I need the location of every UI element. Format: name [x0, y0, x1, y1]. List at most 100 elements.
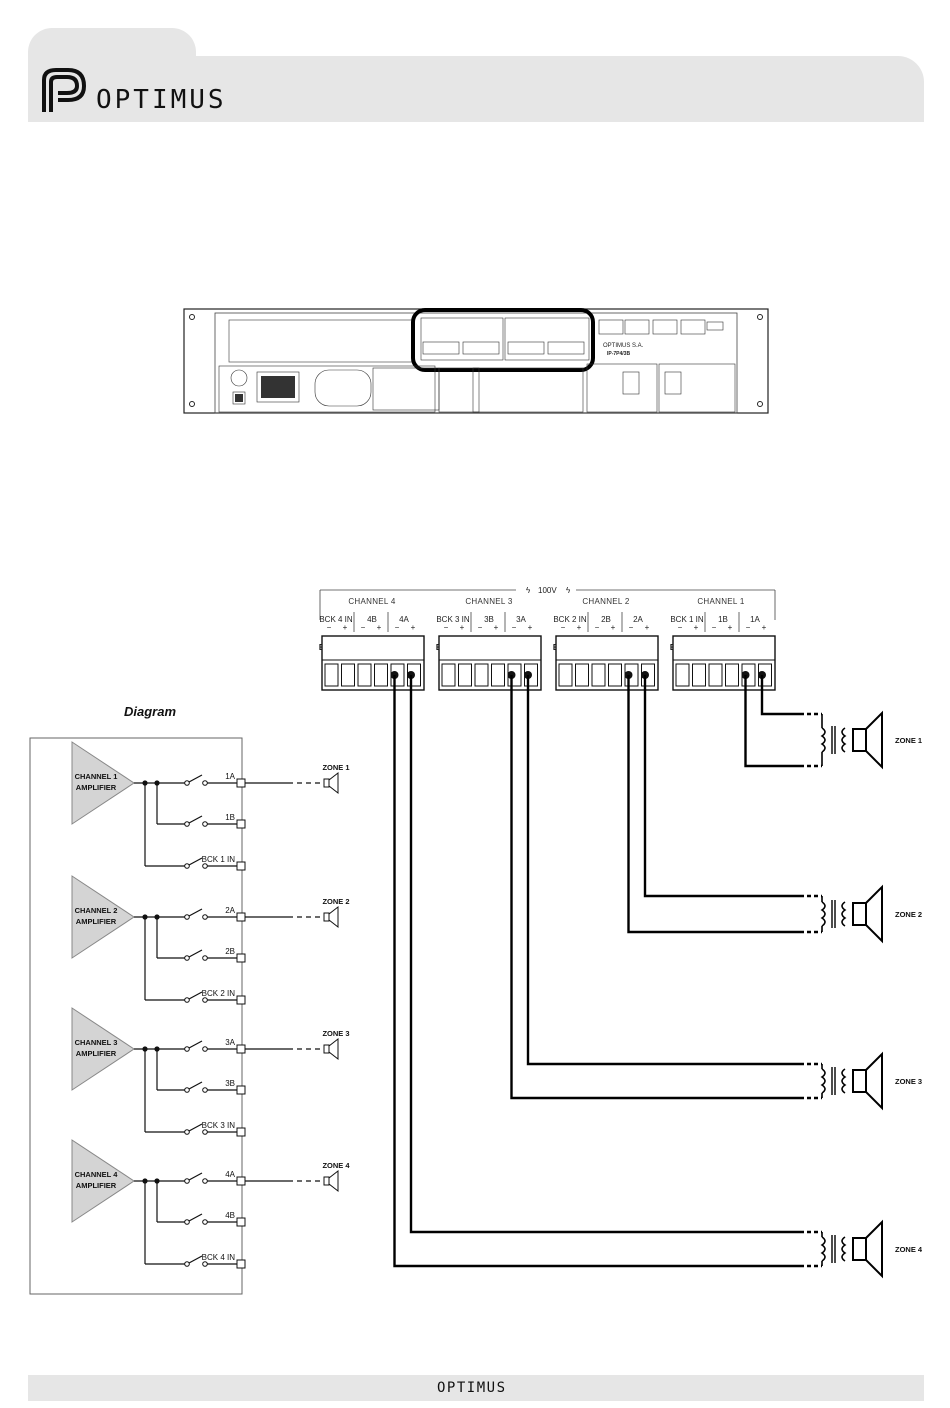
switch-contact — [184, 780, 190, 786]
junction-dot — [154, 1178, 160, 1184]
switch-contact — [202, 1178, 208, 1184]
out-a-label: 1A — [225, 772, 235, 781]
out-b-label: 4B — [225, 1211, 235, 1220]
transformer-coil-icon — [820, 1236, 826, 1262]
minus-sign: − — [361, 623, 366, 632]
speaker-icon — [852, 1069, 867, 1093]
switch-blade — [188, 908, 203, 917]
terminal-slot — [708, 663, 723, 687]
switch-contact — [184, 997, 190, 1003]
terminal-slot — [558, 663, 573, 687]
switch-contact — [184, 1178, 190, 1184]
output-terminal — [236, 1259, 246, 1269]
switch-contact — [184, 1046, 190, 1052]
diagram-frame — [29, 737, 243, 1295]
switch-blade — [188, 857, 203, 866]
switch-contact — [202, 955, 208, 961]
footer-bar — [28, 1375, 924, 1401]
zone-label: ZONE 4 — [895, 1245, 923, 1254]
switch-contact — [202, 1087, 208, 1093]
amplifier-triangle — [71, 1007, 135, 1091]
terminal-slot — [474, 663, 489, 687]
terminal-top-label: 1B — [718, 615, 728, 624]
bck-label: BCK 2 IN — [202, 989, 236, 998]
out-a-label: 4A — [225, 1170, 235, 1179]
zone-label: ZONE 4 — [322, 1161, 350, 1170]
speaker-cone-icon — [865, 1051, 883, 1111]
terminal-top-label: 4A — [399, 615, 409, 624]
out-b-label: 1B — [225, 813, 235, 822]
transformer-coil-icon — [841, 901, 847, 927]
terminal-top-label: BCK 2 IN — [553, 615, 587, 624]
junction-dot — [154, 1046, 160, 1052]
amplifier-triangle — [71, 741, 135, 825]
diagram-title: Diagram — [124, 704, 176, 719]
speaker-icon — [852, 902, 867, 926]
optimus-logo: OPTIMUS — [38, 66, 248, 123]
channel-header: CHANNEL 3 — [465, 597, 513, 606]
output-terminal — [236, 819, 246, 829]
switch-contact — [202, 1261, 208, 1267]
switch-contact — [184, 914, 190, 920]
transformer-coil-icon — [841, 1236, 847, 1262]
speaker-lead — [643, 675, 800, 898]
terminal-top-label: 4B — [367, 615, 377, 624]
bck-label: BCK 4 IN — [202, 1253, 236, 1262]
amplifier-label-line2: AMPLIFIER — [76, 1181, 117, 1190]
minus-sign: − — [678, 623, 683, 632]
output-terminal — [236, 778, 246, 788]
terminal-slot — [341, 663, 355, 687]
terminal-top-label: BCK 1 IN — [670, 615, 704, 624]
transformer-coil-icon — [841, 727, 847, 753]
terminal-slot — [324, 663, 339, 687]
output-terminal — [236, 953, 246, 963]
switch-contact — [202, 821, 208, 827]
speaker-lead — [393, 675, 800, 1268]
switch-contact — [202, 1219, 208, 1225]
minus-sign: − — [712, 623, 717, 632]
plus-sign: + — [577, 623, 582, 632]
terminal-top-label: 3B — [484, 615, 494, 624]
terminal-slot — [692, 663, 706, 687]
amplifier-label-line1: CHANNEL 4 — [75, 1170, 119, 1179]
header-bar — [28, 56, 924, 122]
out-a-label: 2A — [225, 906, 235, 915]
minus-sign: − — [395, 623, 400, 632]
switch-contact — [184, 1129, 190, 1135]
plus-sign: + — [460, 623, 465, 632]
switch-contact — [184, 1219, 190, 1225]
amplifier-label-line1: CHANNEL 2 — [75, 906, 118, 915]
junction-dot — [142, 914, 148, 920]
footer-brand: OPTIMUS — [437, 1380, 507, 1396]
zone-label: ZONE 3 — [895, 1077, 922, 1086]
zone-label: ZONE 2 — [895, 910, 922, 919]
out-b-label: 2B — [225, 947, 235, 956]
minus-sign: − — [629, 623, 634, 632]
transformer-coil-icon — [820, 901, 826, 927]
bck-label: BCK 1 IN — [202, 855, 236, 864]
speaker-cone-icon — [328, 771, 339, 795]
zone-label: ZONE 1 — [895, 736, 922, 745]
junction-dot — [154, 914, 160, 920]
amplifier-label-line2: AMPLIFIER — [76, 783, 117, 792]
voltage-label: 100V — [538, 586, 557, 595]
terminal-slot — [591, 663, 606, 687]
junction-dot — [142, 1046, 148, 1052]
terminal-slot — [575, 663, 589, 687]
device-model-label: IP-7P4/3B — [607, 351, 630, 357]
speaker-lead — [744, 675, 800, 768]
terminal-top-label: 1A — [750, 615, 760, 624]
speaker-lead — [409, 675, 800, 1234]
speaker-lead — [760, 675, 800, 716]
channel-header: CHANNEL 4 — [348, 597, 396, 606]
output-terminal — [236, 1044, 246, 1054]
junction-dot — [154, 780, 160, 786]
switch-blade — [188, 949, 203, 958]
terminal-slot — [675, 663, 690, 687]
speaker-icon — [852, 1237, 867, 1261]
terminal-slot — [441, 663, 456, 687]
terminal-top-label: 2B — [601, 615, 611, 624]
logo-wordmark: OPTIMUS — [96, 85, 227, 115]
